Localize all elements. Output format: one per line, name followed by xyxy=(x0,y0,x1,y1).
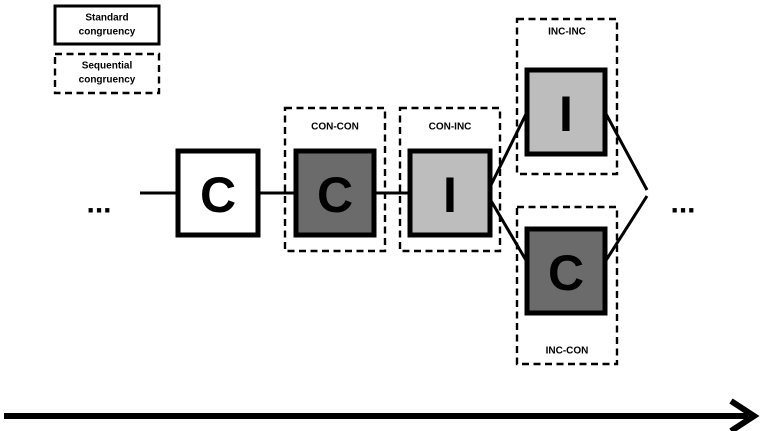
sequence-box-inc-con xyxy=(515,205,619,366)
sequence-boxes xyxy=(283,17,619,366)
trial-tiles: C C I I C xyxy=(175,67,608,316)
connector-merge-up xyxy=(603,111,649,191)
sequence-box-inc-inc xyxy=(515,17,619,176)
time-arrow-head xyxy=(729,398,760,431)
trial-letter-1: C xyxy=(200,167,236,223)
legend: Standard congruency Sequential congruenc… xyxy=(53,4,161,95)
trial-letter-2: C xyxy=(317,167,353,223)
legend-sequential-line-1: Sequential xyxy=(82,61,133,72)
trial-tile-1 xyxy=(175,148,261,238)
sequence-box-con-inc xyxy=(398,106,502,253)
label-inc-con: INC-CON xyxy=(546,346,589,357)
connector-branch-up xyxy=(488,111,529,188)
legend-standard-line-2: congruency xyxy=(79,27,136,38)
legend-sequential-box xyxy=(53,52,161,95)
label-inc-inc: INC-INC xyxy=(548,27,586,38)
legend-standard-line-1: Standard xyxy=(85,13,128,24)
trial-tile-4 xyxy=(524,67,608,157)
trial-letter-4: I xyxy=(559,86,573,142)
trial-tile-2 xyxy=(293,148,377,238)
connectors xyxy=(140,111,649,263)
connector-merge-down xyxy=(603,195,649,263)
connector-branch-down xyxy=(488,198,529,263)
trial-tile-5 xyxy=(524,226,608,316)
ellipsis-right: ... xyxy=(670,187,695,220)
legend-standard-box xyxy=(53,4,161,46)
trial-letter-5: C xyxy=(548,245,584,301)
label-con-con: CON-CON xyxy=(311,122,359,133)
trial-letter-3: I xyxy=(443,167,457,223)
time-arrow xyxy=(4,398,760,431)
legend-sequential-line-2: congruency xyxy=(79,75,136,86)
sequence-box-con-con xyxy=(283,106,387,253)
ellipsis-left: ... xyxy=(86,187,111,220)
trial-tile-3 xyxy=(407,148,493,238)
label-con-inc: CON-INC xyxy=(429,122,472,133)
